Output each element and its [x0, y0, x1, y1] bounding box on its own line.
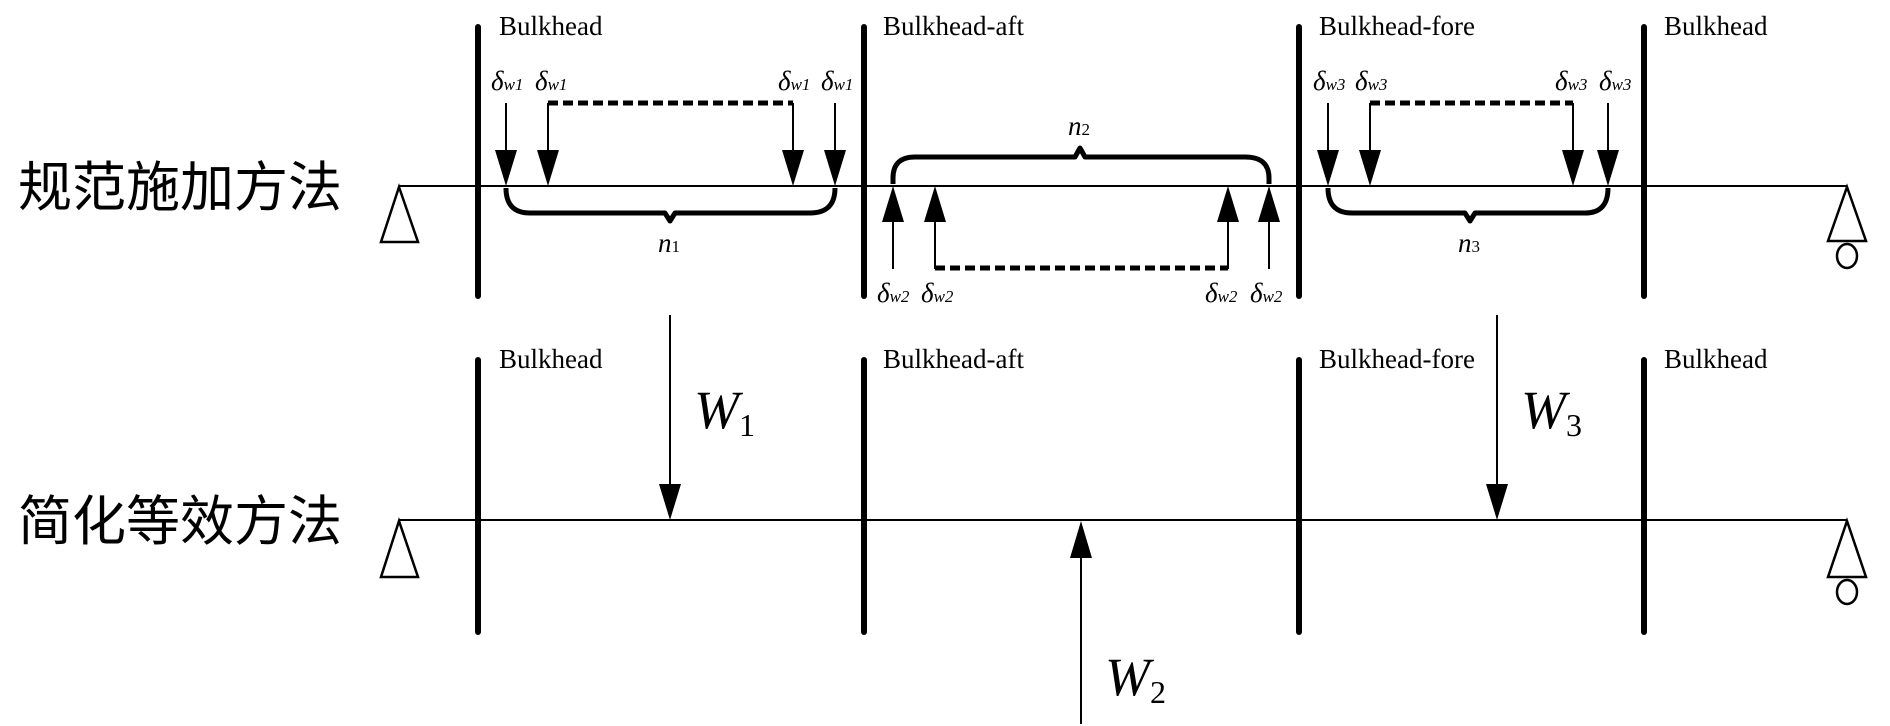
bulkhead-fore-label: Bulkhead-fore	[1319, 11, 1475, 41]
bulkhead-label: Bulkhead	[499, 344, 603, 374]
svg-text:δw1: δw1	[778, 66, 810, 96]
svg-text:δw3: δw3	[1599, 66, 1631, 96]
down-arrow-icon	[782, 103, 804, 186]
bulkhead-label: Bulkhead	[499, 11, 603, 41]
bulkhead-aft-label: Bulkhead-aft	[883, 344, 1024, 374]
load-group-3: δw3 δw3 δw3 δw3 n3	[1313, 66, 1631, 258]
equivalent-load-w3: W3	[1521, 380, 1582, 443]
down-arrow-icon	[1359, 103, 1381, 186]
down-arrow-icon	[1597, 103, 1619, 186]
svg-text:δw1: δw1	[491, 66, 523, 96]
equivalent-load-w2: W2	[1105, 647, 1166, 710]
load-group-2: δw2 δw2 δw2 δw2 n2	[877, 111, 1283, 308]
down-arrow-icon	[824, 103, 846, 186]
svg-text:δw3: δw3	[1313, 66, 1345, 96]
pin-support-icon	[379, 183, 420, 244]
brace-n3	[1325, 187, 1611, 224]
up-arrow-icon	[1217, 186, 1239, 269]
up-arrow-icon	[882, 186, 904, 269]
svg-text:δw2: δw2	[877, 278, 910, 308]
svg-text:δw1: δw1	[535, 66, 567, 96]
brace-n1	[503, 187, 838, 224]
bulkhead-fore-label: Bulkhead-fore	[1319, 344, 1475, 374]
down-arrow-icon	[659, 315, 681, 520]
load-label-delta-w3: δw3 δw3 δw3 δw3	[1313, 66, 1631, 96]
pin-support-icon	[379, 517, 420, 579]
down-arrow-icon	[1562, 103, 1584, 186]
row-title-code-method: 规范施加方法	[18, 156, 342, 219]
svg-text:δw2: δw2	[1205, 278, 1238, 308]
load-label-delta-w2: δw2 δw2 δw2 δw2	[877, 278, 1283, 308]
load-label-delta-w1: δw1 δw1 δw1 δw1	[491, 66, 853, 96]
count-label-n2: n2	[1068, 111, 1090, 141]
down-arrow-icon	[1486, 315, 1508, 520]
up-arrow-icon	[1070, 521, 1092, 724]
svg-text:δw3: δw3	[1555, 66, 1587, 96]
bulkhead-label: Bulkhead	[1664, 11, 1768, 41]
roller-support-icon	[1826, 183, 1868, 270]
up-arrow-icon	[924, 186, 946, 269]
row-title-simplified-method: 简化等效方法	[18, 490, 342, 553]
down-arrow-icon	[537, 103, 559, 186]
count-label-n1: n1	[658, 228, 680, 258]
equivalent-load-w1: W1	[694, 380, 755, 443]
svg-text:δw1: δw1	[821, 66, 853, 96]
up-arrow-icon	[1258, 186, 1280, 269]
svg-text:δw3: δw3	[1355, 66, 1387, 96]
down-arrow-icon	[1317, 103, 1339, 186]
down-arrow-icon	[495, 103, 517, 186]
row-simplified-method: 简化等效方法 Bulkhead Bulkhead-aft Bulkhead-fo…	[18, 315, 1868, 724]
row-code-method: 规范施加方法 Bulkhead Bulkhead-aft Bulkhead-fo…	[18, 11, 1868, 308]
roller-support-icon	[1826, 517, 1868, 606]
bulkhead-label: Bulkhead	[1664, 344, 1768, 374]
count-label-n3: n3	[1458, 228, 1480, 258]
load-group-1: δw1 δw1 δw1 δw1 n1	[491, 66, 853, 258]
svg-text:δw2: δw2	[921, 278, 954, 308]
bulkhead-aft-label: Bulkhead-aft	[883, 11, 1024, 41]
svg-text:δw2: δw2	[1250, 278, 1283, 308]
brace-n2	[890, 145, 1272, 184]
